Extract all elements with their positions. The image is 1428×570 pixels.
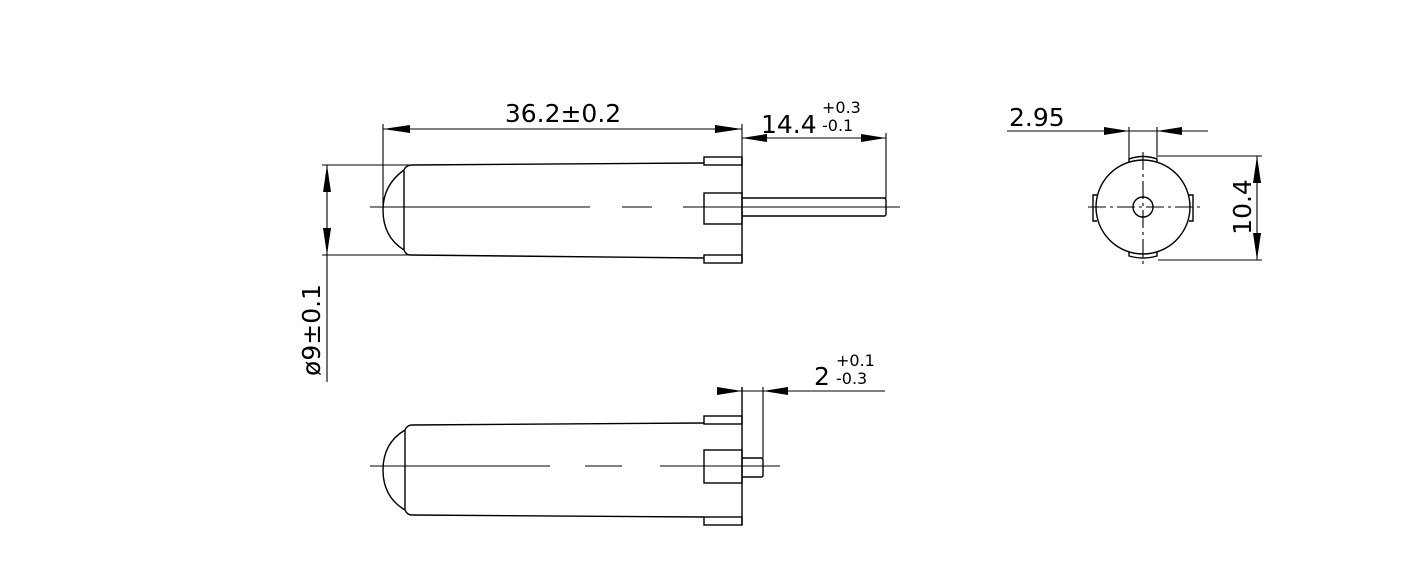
top-view: 36.2±0.2 14.4 +0.3 -0.1 ø9±0.1 bbox=[297, 98, 900, 382]
bottom-lens bbox=[382, 424, 413, 516]
bottom-tab-lower bbox=[703, 516, 743, 526]
end-tab-bottom bbox=[1128, 252, 1158, 259]
bottom-body-outline bbox=[411, 422, 705, 518]
top-tab-upper bbox=[703, 156, 743, 166]
top-body-outline bbox=[409, 162, 705, 259]
end-centerlines bbox=[1088, 152, 1200, 266]
overall-length-label: 36.2±0.2 bbox=[505, 99, 621, 128]
bottom-pin bbox=[742, 457, 764, 478]
end-view: 2.95 10.4 bbox=[1007, 103, 1262, 266]
top-inner-block bbox=[703, 192, 743, 225]
short-pin-label: 2 bbox=[814, 362, 830, 391]
tab-width-label: 2.95 bbox=[1009, 103, 1065, 132]
short-pin-dimension: 2 +0.1 -0.3 bbox=[717, 351, 885, 458]
end-tab-left bbox=[1092, 194, 1097, 222]
top-tab-lower bbox=[703, 254, 743, 264]
end-tab-right bbox=[1189, 194, 1194, 222]
tab-width-dimension: 2.95 bbox=[1007, 103, 1208, 160]
pin-length-label: 14.4 bbox=[761, 110, 817, 139]
diameter-dimension: ø9±0.1 bbox=[297, 164, 412, 382]
tab-span-dimension: 10.4 bbox=[1158, 155, 1262, 261]
diameter-label: ø9±0.1 bbox=[297, 284, 326, 376]
top-lens bbox=[382, 164, 413, 256]
pin-length-upper-tol: +0.3 bbox=[822, 98, 861, 117]
pin-length-dimension: 14.4 +0.3 -0.1 bbox=[742, 98, 887, 198]
overall-length-dimension: 36.2±0.2 bbox=[382, 99, 743, 205]
bottom-tab-upper bbox=[703, 415, 743, 425]
pin-length-lower-tol: -0.1 bbox=[822, 116, 853, 135]
tab-span-label: 10.4 bbox=[1228, 179, 1257, 235]
bottom-view: 2 +0.1 -0.3 bbox=[370, 351, 885, 526]
short-pin-lower-tol: -0.3 bbox=[836, 369, 867, 388]
short-pin-upper-tol: +0.1 bbox=[836, 351, 875, 370]
